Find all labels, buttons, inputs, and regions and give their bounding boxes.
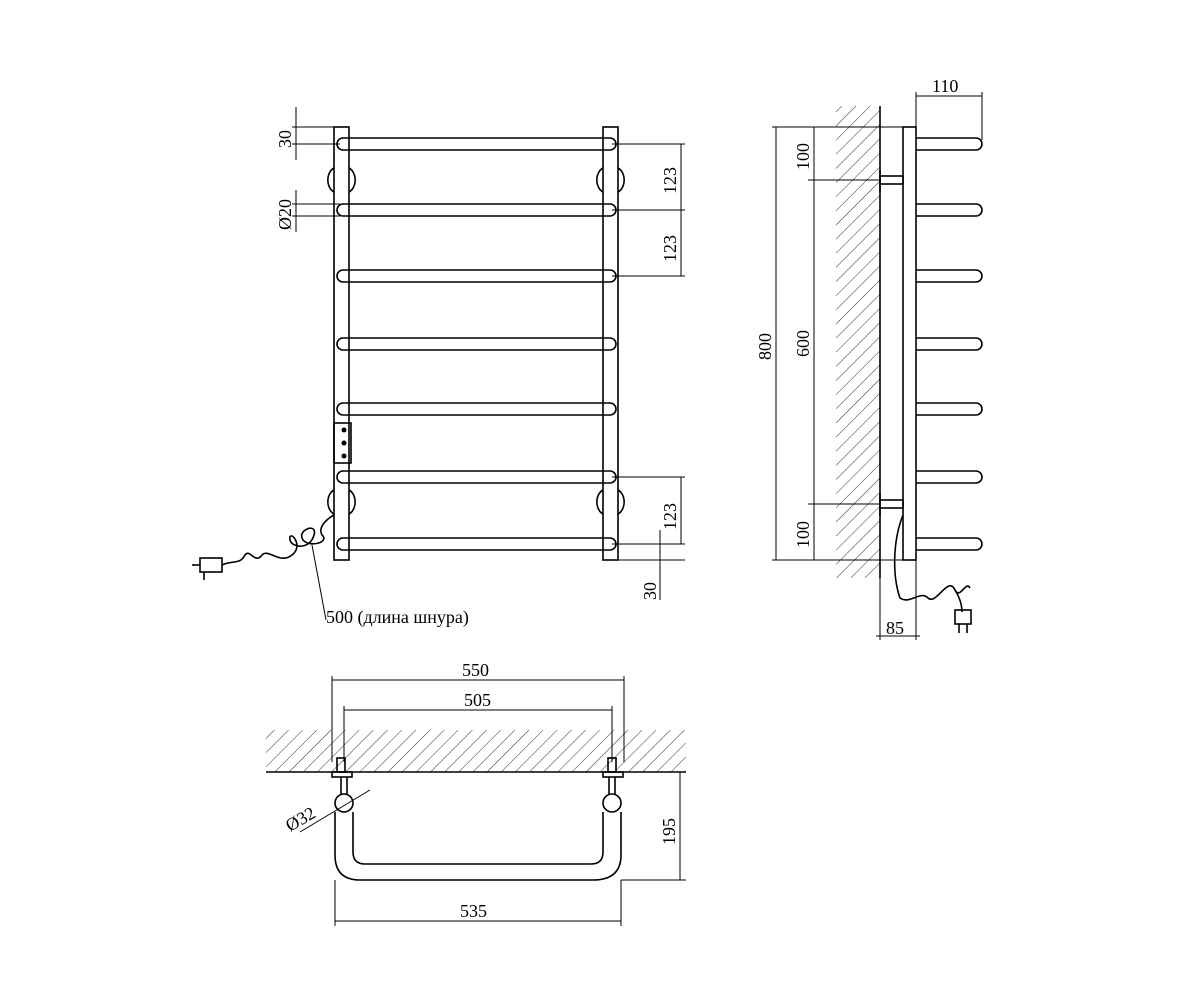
side-upright [902, 126, 917, 561]
left-rail [333, 126, 350, 561]
crossbar [336, 203, 617, 217]
crossbar [336, 337, 617, 351]
power-cord [192, 514, 335, 580]
crossbar [336, 137, 617, 151]
tube-diameter-label: Ø20 [275, 199, 295, 230]
top-view: 550 505 535 195 Ø32 [266, 660, 686, 926]
cord-length-label: 500 (длина шнура) [326, 607, 469, 628]
front-view: 30 Ø20 123 123 123 30 500 (длина шнура) [192, 107, 685, 628]
front-right-dimensions: 123 123 123 30 [612, 143, 685, 600]
total-height-label: 800 [755, 333, 775, 360]
bottom-width-label: 535 [460, 901, 487, 921]
diameter-leader [299, 789, 371, 833]
mount-width-label: 505 [464, 690, 491, 710]
front-left-dimensions: 30 Ø20 [275, 107, 340, 232]
side-plug-icon [954, 609, 972, 625]
front-mounts [327, 167, 625, 515]
crossbar [336, 269, 617, 283]
wall-offset-label: 85 [886, 618, 904, 638]
u-rail-inner [352, 812, 604, 865]
bottom-offset-label: 30 [640, 582, 660, 600]
top-mounts [331, 757, 624, 813]
spacing-label-2: 123 [660, 235, 680, 262]
depth-label: 110 [932, 76, 958, 96]
pipe-diameter-label: Ø32 [282, 803, 319, 836]
crossbar [336, 402, 617, 416]
crossbar [336, 537, 617, 551]
crossbars [336, 137, 617, 551]
right-rail [602, 126, 619, 561]
top-mount-offset-label: 100 [793, 143, 813, 170]
side-arms [916, 137, 983, 551]
side-view: 110 800 100 600 100 85 [755, 76, 983, 640]
bottom-mount-offset-label: 100 [793, 521, 813, 548]
top-wall-hatch [266, 730, 686, 772]
side-power-cord [893, 514, 972, 633]
crossbar [336, 470, 617, 484]
cord-leader [311, 544, 327, 621]
spacing-label-3: 123 [660, 503, 680, 530]
overall-width-label: 550 [462, 660, 489, 680]
switch-block [333, 422, 352, 464]
u-rail-outer [334, 812, 622, 881]
top-offset-label: 30 [275, 130, 295, 148]
mount-spacing-label: 600 [793, 330, 813, 357]
plug-icon [199, 557, 223, 573]
wall-hatch [836, 106, 880, 578]
top-depth-label: 195 [659, 818, 679, 845]
spacing-label-1: 123 [660, 167, 680, 194]
